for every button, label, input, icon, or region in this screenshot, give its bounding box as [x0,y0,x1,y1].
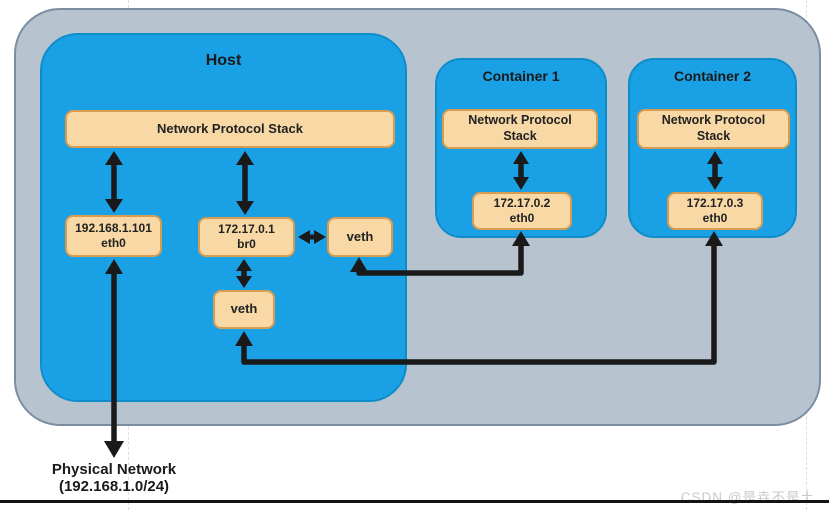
container2-nps-line1: Network Protocol [661,113,766,128]
host-title: Host [205,52,242,69]
csdn-watermark: CSDN @是垚不是土 [680,490,815,505]
host-br0-name: br0 [237,237,256,251]
host-network-protocol-stack: Network Protocol Stack [65,110,395,148]
host-br0-ip: 172.17.0.1 [218,222,275,236]
host-network-protocol-stack-label: Network Protocol Stack [157,120,303,136]
container2-title: Container 2 [673,68,751,84]
host-veth-node-1: veth [327,217,393,257]
container2-network-protocol-stack: Network Protocol Stack [637,109,790,149]
arrowhead-down [104,441,124,458]
host-eth0-ip: 192.168.1.101 [75,221,152,235]
host-veth-node-2: veth [213,290,275,329]
physical-network-label: Physical Network (192.168.1.0/24) [14,461,214,495]
physical-network-line2: (192.168.1.0/24) [58,478,170,495]
container1-network-protocol-stack: Network Protocol Stack [442,109,598,149]
container2-eth0-ip: 172.17.0.3 [686,196,744,210]
container1-nps-line2: Stack [503,129,537,143]
container2-eth0-name: eth0 [702,211,728,225]
container1-title: Container 1 [482,68,560,84]
host-eth0-name: eth0 [101,236,126,250]
container1-eth0-name: eth0 [509,211,535,225]
host-veth-node-1-label: veth [346,228,374,244]
bottom-divider-line [0,500,829,503]
host-eth0-node: 192.168.1.101 eth0 [65,215,162,257]
container1-eth0-ip: 172.17.0.2 [493,196,551,210]
host-veth-node-2-label: veth [230,301,258,317]
physical-network-line1: Physical Network [51,461,177,478]
container1-nps-line1: Network Protocol [468,113,572,128]
container2-nps-line2: Stack [696,129,731,143]
container1-eth0-node: 172.17.0.2 eth0 [472,192,572,230]
host-br0-node: 172.17.0.1 br0 [198,217,295,257]
container2-eth0-node: 172.17.0.3 eth0 [667,192,763,230]
